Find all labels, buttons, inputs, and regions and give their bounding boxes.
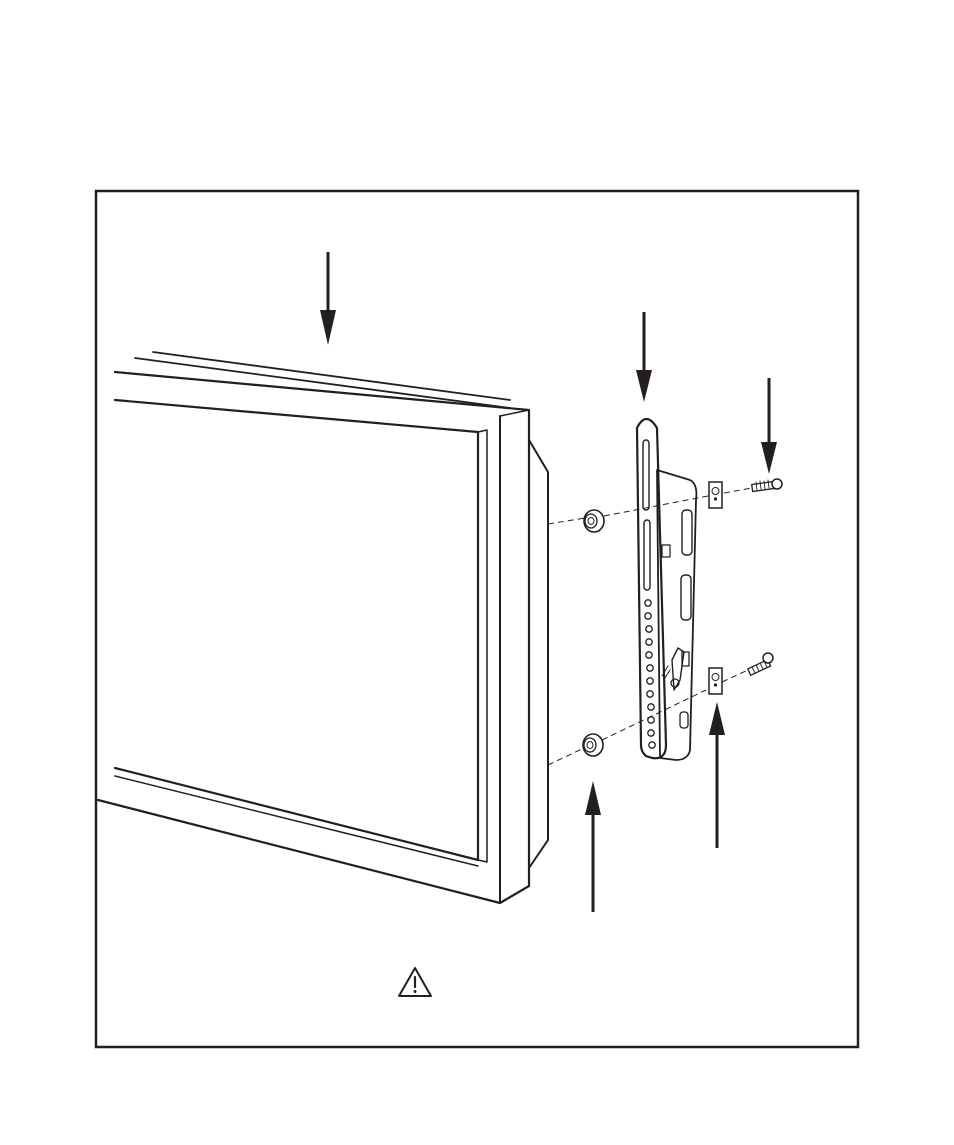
- callout-arrow-bracket: [636, 312, 652, 402]
- spacer-upper: [584, 510, 604, 532]
- bracket-holes: [645, 600, 655, 748]
- mounting-screw-lower: [748, 653, 773, 675]
- callout-arrow-spacer: [585, 781, 601, 912]
- spacer-lower: [583, 734, 603, 756]
- callout-arrow-washer: [709, 702, 725, 848]
- washer-plate-upper: [709, 482, 722, 508]
- washer-plate-lower: [709, 668, 722, 694]
- flat-panel-display: [98, 352, 548, 903]
- mounting-screw-upper: [752, 479, 782, 491]
- callout-arrow-display: [320, 252, 336, 345]
- callout-arrow-screw: [761, 378, 777, 474]
- warning-triangle-icon: [399, 968, 431, 996]
